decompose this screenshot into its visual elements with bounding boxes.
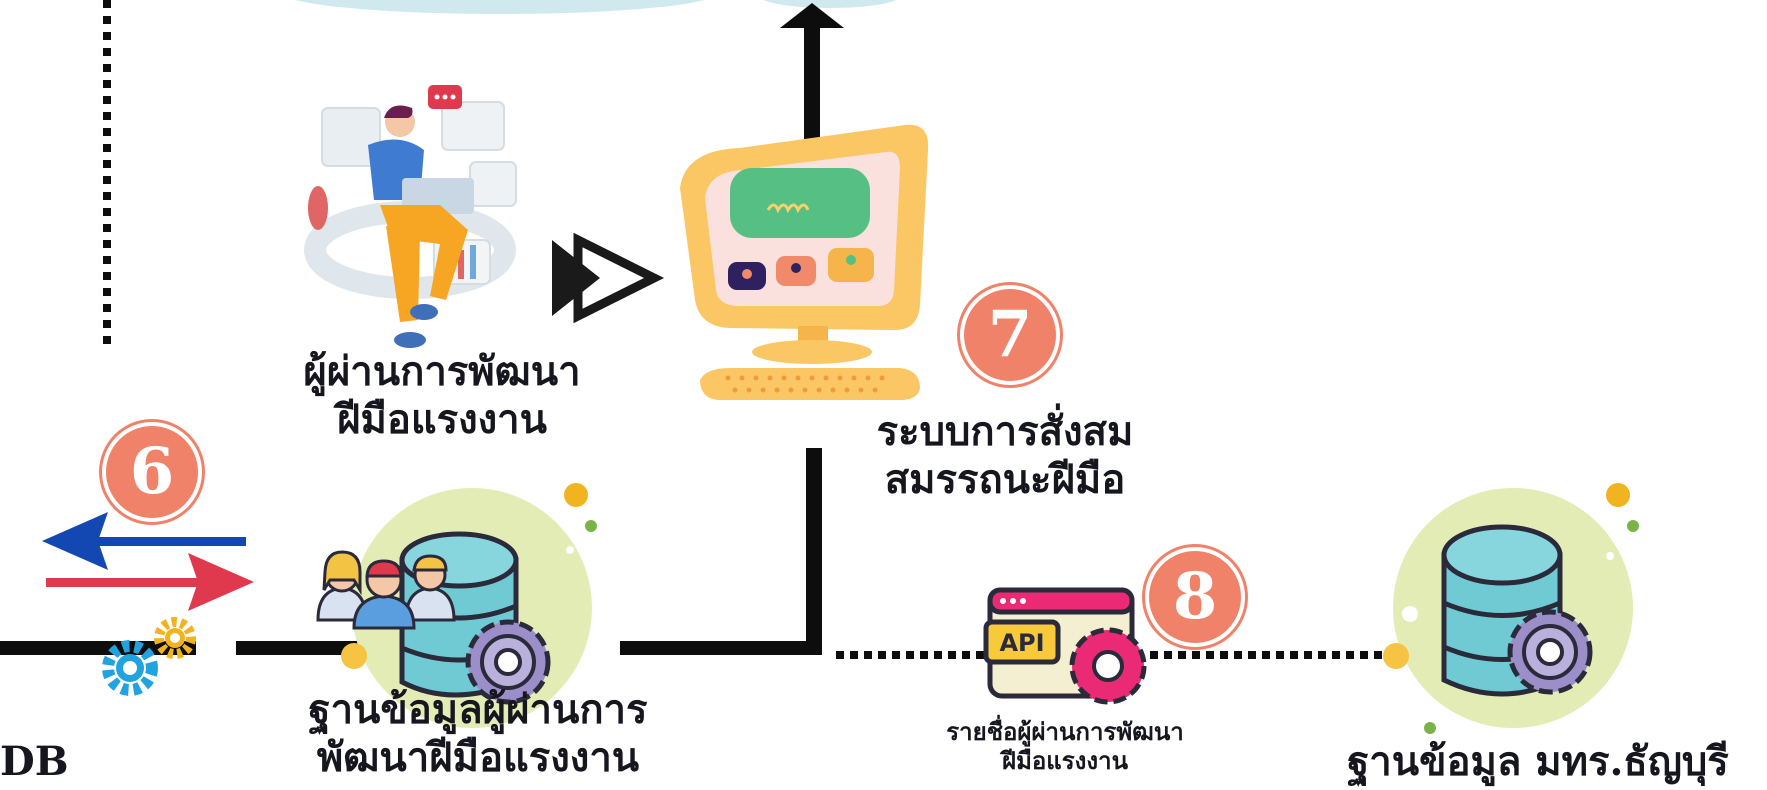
- trainee-label-line1: ผู้ผ่านการพัฒนา: [303, 348, 581, 395]
- trainee-db-label-line2: พัฒนาฝีมือแรงงาน: [316, 734, 640, 781]
- api-list-label-line1: รายชื่อผู้ผ่านการพัฒนา: [946, 717, 1184, 746]
- rmutt-db-label: ฐานข้อมูล มทร.ธัญบุรี: [1347, 738, 1729, 785]
- step-badge-6: 6: [102, 422, 202, 522]
- step-badge-8: 8: [1145, 547, 1245, 647]
- connector-mid-segment: [236, 641, 360, 655]
- cloud-fragment: [295, 0, 896, 14]
- api-badge-text: API: [999, 629, 1044, 657]
- accum-system-label-line1: ระบบการสั่งสม: [876, 408, 1134, 455]
- fast-forward-icon: [552, 232, 665, 324]
- step-badge-7: 7: [960, 285, 1060, 385]
- api-icon: API: [983, 587, 1147, 705]
- trainee-label-line2: ฝีมือแรงงาน: [337, 396, 547, 443]
- team-icon: [316, 550, 456, 630]
- person-laptop-icon: [304, 85, 517, 348]
- api-list-label: รายชื่อผู้ผ่านการพัฒนา ฝีมือแรงงาน: [900, 717, 1230, 776]
- trainee-database-icon: [341, 483, 597, 728]
- rmutt-database-icon: [1383, 483, 1639, 734]
- up-arrow: [780, 3, 844, 143]
- accum-system-label-line2: สมรรถนะฝีมือ: [884, 456, 1126, 503]
- api-list-label-line2: ฝีมือแรงงาน: [1002, 745, 1128, 775]
- gear-icon-small-blue: [102, 640, 158, 696]
- left-db-label-fragment: DB: [0, 738, 69, 785]
- trainee-db-label-line1: ฐานข้อมูลผู้ผ่านการ: [308, 686, 648, 733]
- trainee-db-label: ฐานข้อมูลผู้ผ่านการ พัฒนาฝีมือแรงงาน: [268, 686, 688, 782]
- connector-right-segment: [620, 641, 820, 655]
- exchange-arrows-icon: [42, 512, 254, 611]
- connector-vertical-segment: [806, 448, 822, 655]
- gear-icon-small-yellow: [154, 617, 196, 659]
- accum-system-label: ระบบการสั่งสม สมรรถนะฝีมือ: [840, 408, 1170, 504]
- computer-icon: [680, 124, 929, 400]
- trainee-label: ผู้ผ่านการพัฒนา ฝีมือแรงงาน: [262, 348, 622, 444]
